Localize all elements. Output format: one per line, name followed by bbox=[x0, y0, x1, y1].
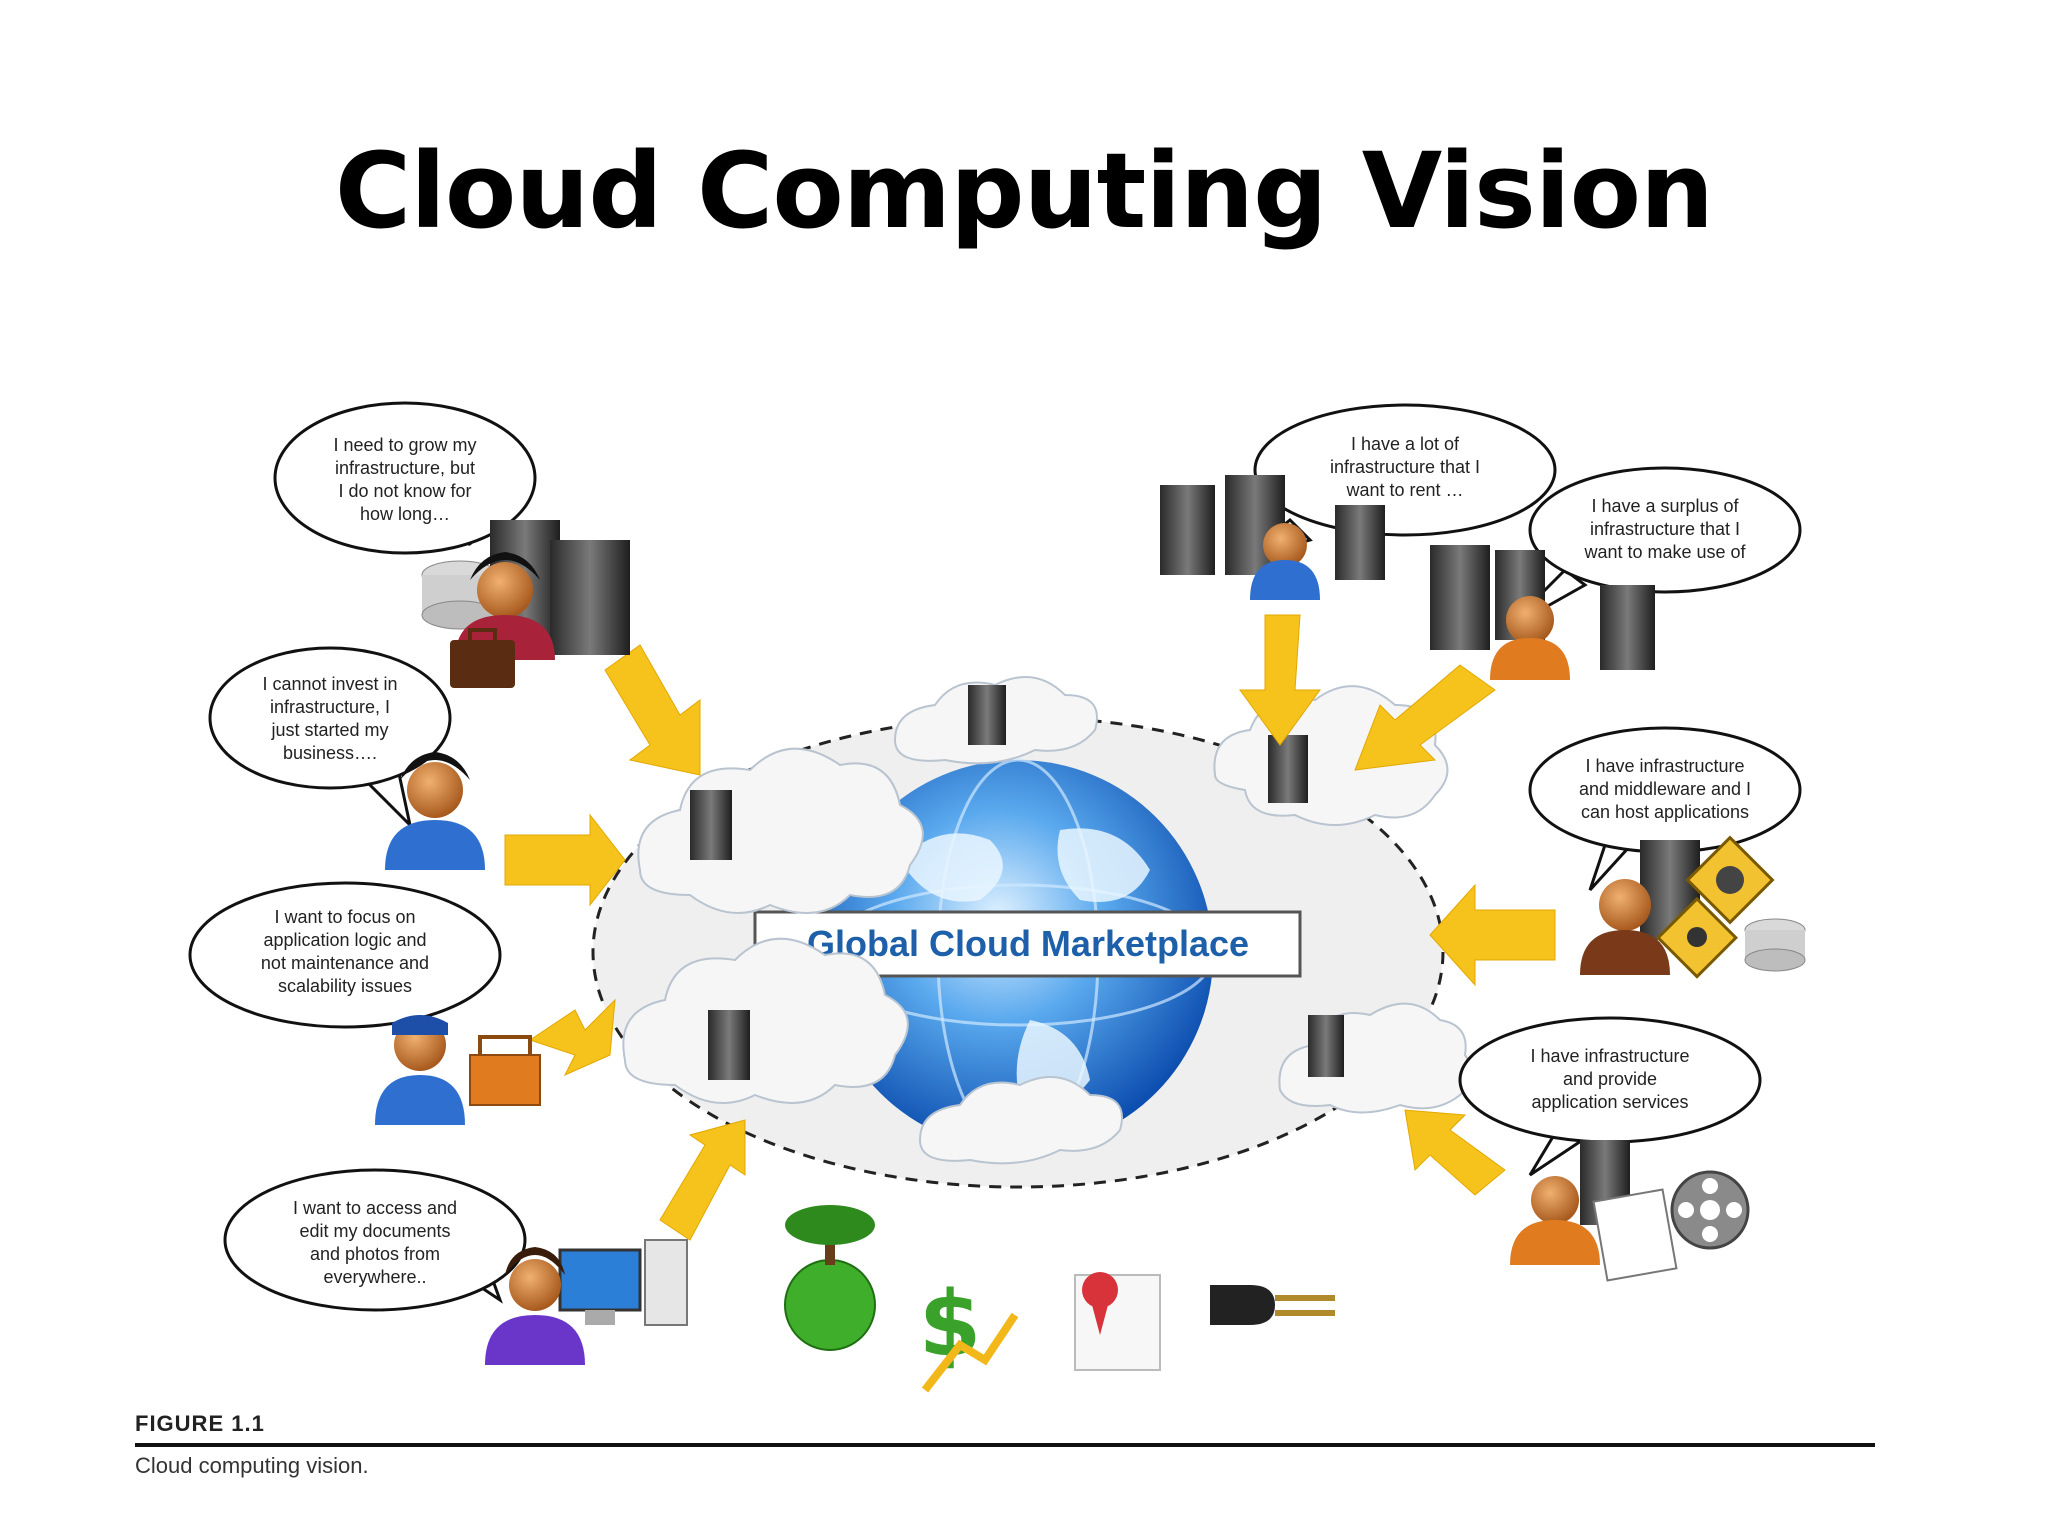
arrow-icon bbox=[504, 813, 626, 907]
speech-bubble-4: I want to access and edit my documents and… bbox=[223, 1168, 527, 1312]
cloud-icon bbox=[918, 1076, 1123, 1165]
person-avatar bbox=[1580, 879, 1670, 975]
bubble-6-line: I have a surplus of bbox=[1591, 496, 1739, 516]
film-reel-icon bbox=[1670, 1170, 1750, 1250]
figure-label: FIGURE 1.1 bbox=[135, 1411, 265, 1436]
bubble-7-line: I have infrastructure bbox=[1585, 756, 1744, 776]
figure-caption: Cloud computing vision. bbox=[135, 1453, 369, 1478]
person-avatar bbox=[385, 752, 485, 870]
bubble-6-line: infrastructure that I bbox=[1590, 519, 1740, 539]
bubble-6-line: want to make use of bbox=[1583, 542, 1746, 562]
arrow-icon bbox=[528, 998, 616, 1077]
bubble-5-line: want to rent … bbox=[1345, 480, 1463, 500]
user-avatar bbox=[485, 1247, 585, 1365]
cloud-server-icon bbox=[637, 747, 924, 914]
speech-bubble-5: I have a lot of infrastructure that I want… bbox=[1239, 403, 1557, 562]
bubble-3-line: scalability issues bbox=[278, 976, 412, 996]
speech-bubble-3: I want to focus on application logic and n… bbox=[188, 881, 502, 1070]
bubble-7-line: and middleware and I bbox=[1579, 779, 1751, 799]
arrow-icon bbox=[604, 644, 701, 776]
bubble-4-line: edit my documents bbox=[299, 1221, 450, 1241]
computer-icon bbox=[558, 1239, 688, 1326]
plug-icon bbox=[1210, 1285, 1335, 1325]
bubble-1-line: infrastructure, but bbox=[335, 458, 475, 478]
person-avatar bbox=[1250, 523, 1320, 600]
person-avatar bbox=[1490, 596, 1570, 680]
slide-title: Cloud Computing Vision bbox=[334, 130, 1714, 252]
calendar-icon bbox=[1592, 1188, 1678, 1282]
server-icon bbox=[1430, 545, 1655, 670]
bubble-8-line: application services bbox=[1531, 1092, 1688, 1112]
bubble-2-line: infrastructure, I bbox=[270, 697, 390, 717]
dollar-growth-icon: $ bbox=[919, 1272, 1019, 1393]
bubble-2-line: business…. bbox=[283, 743, 377, 763]
bubble-8-line: I have infrastructure bbox=[1530, 1046, 1689, 1066]
cloud-server-icon bbox=[893, 676, 1098, 765]
database-icon bbox=[1744, 918, 1806, 972]
toolbox-icon bbox=[469, 1035, 541, 1106]
arrow-icon bbox=[1429, 883, 1556, 987]
bubble-4-line: everywhere.. bbox=[323, 1267, 426, 1287]
speech-bubble-8: I have infrastructure and provide applicat… bbox=[1458, 1016, 1762, 1177]
bubble-4-line: and photos from bbox=[310, 1244, 440, 1264]
cloud-server-icon bbox=[622, 937, 909, 1104]
figure-rule bbox=[135, 1443, 1875, 1447]
person-avatar bbox=[1510, 1176, 1600, 1265]
bubble-7-line: can host applications bbox=[1581, 802, 1749, 822]
bubble-3-line: application logic and bbox=[263, 930, 426, 950]
center-label: Global Cloud Marketplace bbox=[807, 923, 1249, 964]
server-icon bbox=[1160, 475, 1385, 580]
bubble-3-line: I want to focus on bbox=[274, 907, 415, 927]
bubble-2-line: just started my bbox=[270, 720, 388, 740]
bubble-5-line: I have a lot of bbox=[1351, 434, 1460, 454]
green-earth-tree-icon bbox=[784, 1205, 876, 1351]
bubble-1-line: how long… bbox=[360, 504, 450, 524]
plug-icon bbox=[1655, 896, 1739, 979]
certificate-icon bbox=[1074, 1272, 1161, 1371]
speech-bubble-2: I cannot invest in infrastructure, I just … bbox=[208, 646, 452, 830]
worker-avatar bbox=[375, 1015, 465, 1125]
arrow-icon bbox=[1354, 664, 1496, 771]
bubble-3-line: not maintenance and bbox=[261, 953, 429, 973]
bubble-8-line: and provide bbox=[1563, 1069, 1657, 1089]
briefcase-icon bbox=[450, 628, 515, 688]
gear-icon bbox=[1685, 835, 1775, 925]
bubble-5-line: infrastructure that I bbox=[1330, 457, 1480, 477]
speech-bubble-7: I have infrastructure and middleware and … bbox=[1528, 726, 1802, 892]
speech-bubble-1: I need to grow my infrastructure, but I do… bbox=[273, 401, 537, 555]
bubble-1-line: I do not know for bbox=[338, 481, 471, 501]
bubble-2-line: I cannot invest in bbox=[262, 674, 397, 694]
arrow-icon bbox=[1404, 1109, 1506, 1196]
bubble-1-line: I need to grow my bbox=[333, 435, 476, 455]
arrow-icon bbox=[1239, 614, 1321, 746]
bubble-4-line: I want to access and bbox=[293, 1198, 457, 1218]
arrow-icon bbox=[659, 1119, 746, 1241]
cloud-server-icon bbox=[1278, 1002, 1473, 1114]
